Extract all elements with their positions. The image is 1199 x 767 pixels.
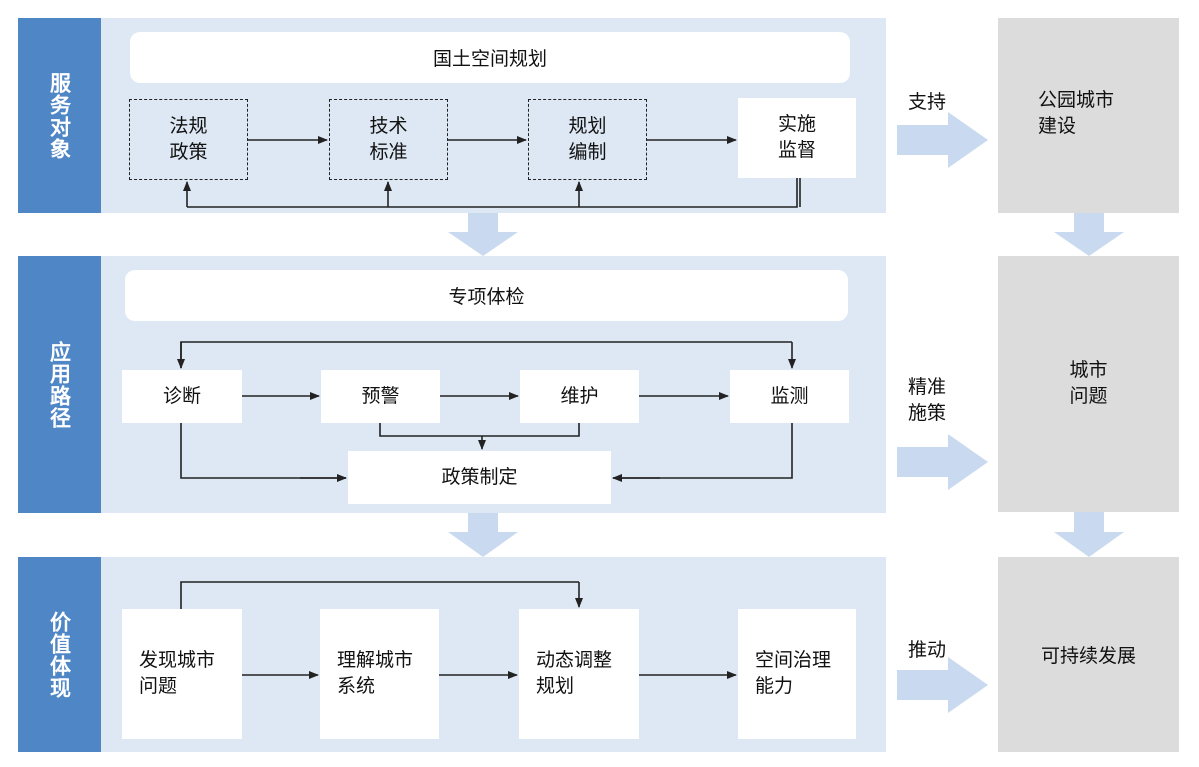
- box-text: 城市: [1069, 359, 1108, 382]
- box-text: 建设: [1038, 114, 1077, 137]
- box-text: 编制: [568, 140, 607, 163]
- box-text: 技术: [369, 114, 408, 137]
- connector-line: [613, 423, 793, 479]
- label-precise-policy: 精准施策: [908, 375, 946, 426]
- label-text: 施策: [908, 401, 947, 424]
- side-label-value: 价值体现: [18, 557, 101, 752]
- box-diagnosis: 诊断: [122, 370, 242, 423]
- box-policy-making: 政策制定: [348, 451, 611, 504]
- box-text: 问题: [139, 675, 178, 697]
- box-text: 系统: [337, 675, 376, 697]
- box-maintenance: 维护: [520, 370, 639, 423]
- big-arrow-promote: [897, 657, 988, 713]
- big-arrow-support: [897, 112, 988, 168]
- box-text: 监督: [777, 139, 816, 161]
- box-sustainable-development: 可持续发展: [998, 557, 1179, 752]
- box-early-warning: 预警: [321, 370, 440, 423]
- label-promote: 推动: [908, 639, 947, 661]
- connector-line: [379, 423, 580, 437]
- box-text: 能力: [755, 675, 794, 697]
- box-understand-system: 理解城市系统: [320, 609, 439, 739]
- box-text: 问题: [1069, 385, 1108, 407]
- box-text: 理解城市: [337, 649, 414, 672]
- big-arrow-down-4: [1054, 512, 1124, 557]
- connector-line: [180, 581, 579, 609]
- box-text: 规划: [568, 114, 607, 137]
- box-text: 空间治理: [755, 649, 832, 672]
- connector-line: [180, 423, 346, 479]
- side-label-path: 应用路径: [18, 256, 101, 513]
- big-arrow-down-3: [1054, 213, 1124, 256]
- box-plan-compilation: 规划编制: [528, 99, 647, 180]
- header-territorial-planning: 国土空间规划: [130, 32, 850, 83]
- big-arrow-precise: [897, 434, 988, 490]
- box-city-problems: 城市问题: [998, 256, 1179, 512]
- box-dynamic-adjustment: 动态调整规划: [519, 609, 639, 739]
- box-text: 公园城市: [1038, 89, 1115, 111]
- box-regulation-policy: 法规政策: [129, 99, 248, 180]
- box-park-city: 公园城市建设: [998, 18, 1179, 213]
- box-monitoring: 监测: [730, 370, 849, 423]
- connector-line: [187, 178, 798, 208]
- connector-line: [180, 341, 792, 368]
- box-text: 标准: [369, 140, 408, 163]
- box-governance-capacity: 空间治理能力: [738, 609, 856, 739]
- header-special-checkup: 专项体检: [125, 270, 848, 321]
- box-text: 法规: [169, 114, 208, 137]
- big-arrow-down-1: [448, 213, 518, 256]
- box-text: 规划: [536, 675, 575, 697]
- label-text: 精准: [908, 376, 947, 398]
- box-text: 动态调整: [536, 649, 613, 672]
- box-text: 实施: [777, 113, 816, 136]
- side-label-service: 服务对象: [18, 18, 101, 213]
- big-arrow-down-2: [448, 513, 518, 557]
- label-support: 支持: [908, 91, 947, 113]
- box-discover-problems: 发现城市问题: [122, 609, 242, 739]
- box-technical-standard: 技术标准: [329, 99, 448, 180]
- box-implementation-supervision: 实施监督: [738, 98, 856, 178]
- box-text: 发现城市: [139, 649, 216, 672]
- box-text: 政策: [169, 140, 208, 163]
